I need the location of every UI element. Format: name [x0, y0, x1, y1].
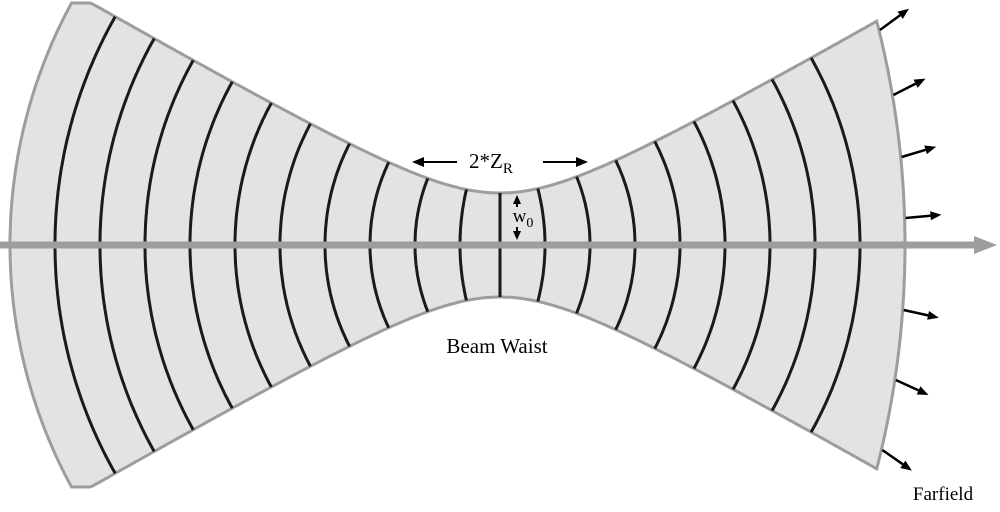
- farfield-arrow-head-icon: [913, 78, 926, 88]
- rayleigh-sub-text: R: [503, 161, 513, 177]
- waist-dim-down-arrow-head-icon: [513, 231, 521, 240]
- farfield-arrow-head-icon: [924, 145, 937, 155]
- farfield-arrow: [895, 378, 920, 392]
- farfield-arrow-head-icon: [897, 8, 909, 19]
- dimension-annotations: [412, 157, 588, 240]
- farfield-arrow: [892, 82, 917, 97]
- axis-arrowhead-icon: [974, 236, 997, 254]
- waist-sub-text: 0: [526, 216, 533, 231]
- rayleigh-main-text: 2*Z: [469, 149, 503, 173]
- farfield-arrow-head-icon: [927, 311, 939, 320]
- rayleigh-dim-right-arrow-head-icon: [576, 157, 588, 167]
- farfield-arrow: [905, 214, 931, 220]
- waist-width-label: w0: [513, 206, 534, 231]
- waist-dim-up-arrow-head-icon: [513, 195, 521, 204]
- rayleigh-dim-left-arrow-head-icon: [412, 157, 424, 167]
- waist-main-text: w: [513, 206, 527, 227]
- farfield-arrow: [881, 448, 904, 466]
- farfield-arrow: [903, 308, 929, 317]
- farfield-arrows-group: [879, 8, 942, 471]
- text-labels: 2*ZR w0 Beam Waist Farfield: [446, 149, 973, 505]
- farfield-arrow: [879, 14, 901, 32]
- farfield-label: Farfield: [913, 484, 974, 505]
- rayleigh-range-label: 2*ZR: [469, 149, 513, 177]
- farfield-arrow-head-icon: [900, 460, 912, 471]
- farfield-arrow-head-icon: [930, 211, 942, 221]
- beam-waist-label: Beam Waist: [446, 334, 547, 358]
- optical-axis: [0, 236, 997, 254]
- farfield-arrow-head-icon: [916, 386, 929, 395]
- farfield-arrow: [901, 148, 926, 159]
